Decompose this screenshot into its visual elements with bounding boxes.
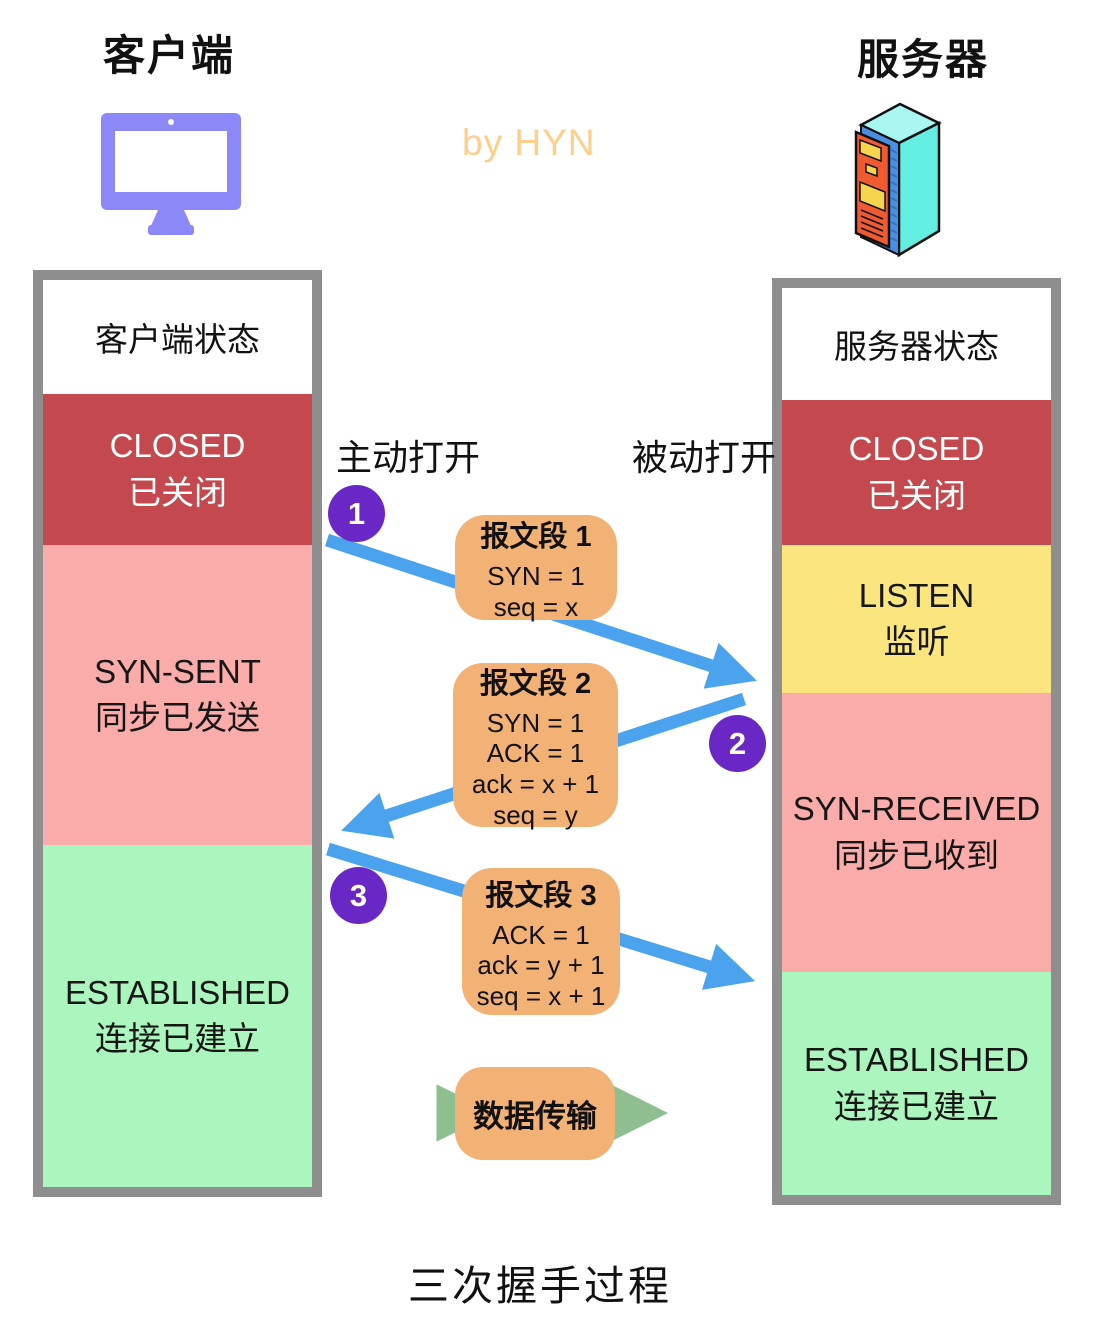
step-3-badge: 3 [330,867,387,924]
watermark: by HYN [462,122,596,163]
state-name: CLOSED [848,430,985,468]
state-desc: 已关闭 [867,476,966,514]
state-desc: 同步已收到 [834,836,999,874]
state-name: SYN-SENT [94,652,261,690]
state-desc: 连接已建立 [834,1087,999,1125]
state-name: ESTABLISHED [804,1041,1029,1079]
monitor-icon [101,113,241,235]
server-state-listen: LISTEN 监听 [782,545,1051,693]
segment-field: ACK = 1 [486,738,585,769]
state-name: CLOSED [109,427,246,465]
client-state-syn-sent: SYN-SENT 同步已发送 [43,545,312,845]
state-desc: 监听 [883,623,950,660]
segment-1-box: 报文段 1 SYN = 1 seq = x [455,515,617,622]
server-state-established: ESTABLISHED 连接已建立 [782,972,1051,1195]
server-state-syn-received: SYN-RECEIVED 同步已收到 [782,693,1051,972]
state-name: SYN-RECEIVED [792,790,1041,828]
passive-open-label: 被动打开 [632,437,777,478]
client-state-established: ESTABLISHED 连接已建立 [43,845,312,1187]
client-column-header: 客户端状态 [43,280,312,394]
segment-2-box: 报文段 2 SYN = 1 ACK = 1 ack = x + 1 seq = … [453,663,618,830]
server-rack-icon [854,102,942,258]
state-desc: 已关闭 [128,473,227,511]
client-state-closed: CLOSED 已关闭 [43,394,312,545]
segment-field: seq = x [493,591,579,622]
server-state-column: 服务器状态 CLOSED 已关闭 LISTEN 监听 SYN-RECEIVED … [772,278,1061,1205]
server-title: 服务器 [857,36,990,83]
segment-field: seq = y [493,799,578,830]
segment-field: ack = x + 1 [471,769,600,799]
page-title: 三次握手过程 [408,1263,672,1309]
segment-field: SYN = 1 [487,560,585,591]
step-2-badge: 2 [709,715,766,772]
segment-title: 报文段 1 [480,520,592,553]
active-open-label: 主动打开 [336,437,481,478]
segment-3-box: 报文段 3 ACK = 1 ack = y + 1 seq = x + 1 [462,868,620,1015]
segment-title: 报文段 3 [485,879,597,912]
state-name: LISTEN [858,576,975,614]
segment-field: SYN = 1 [486,707,585,738]
segment-field: ack = y + 1 [477,950,605,981]
client-state-column: 客户端状态 CLOSED 已关闭 SYN-SENT 同步已发送 ESTABLIS… [33,270,322,1197]
state-desc: 连接已建立 [95,1020,260,1057]
segment-field: ACK = 1 [492,919,590,950]
state-name: ESTABLISHED [65,973,290,1011]
server-column-header: 服务器状态 [782,288,1051,400]
segment-field: seq = x + 1 [476,980,606,1011]
state-desc: 同步已发送 [95,699,260,736]
server-state-closed: CLOSED 已关闭 [782,400,1051,545]
client-title: 客户端 [103,32,236,79]
step-1-badge: 1 [328,485,385,542]
data-transfer-box: 数据传输 [455,1067,615,1160]
segment-title: 报文段 2 [479,667,592,700]
